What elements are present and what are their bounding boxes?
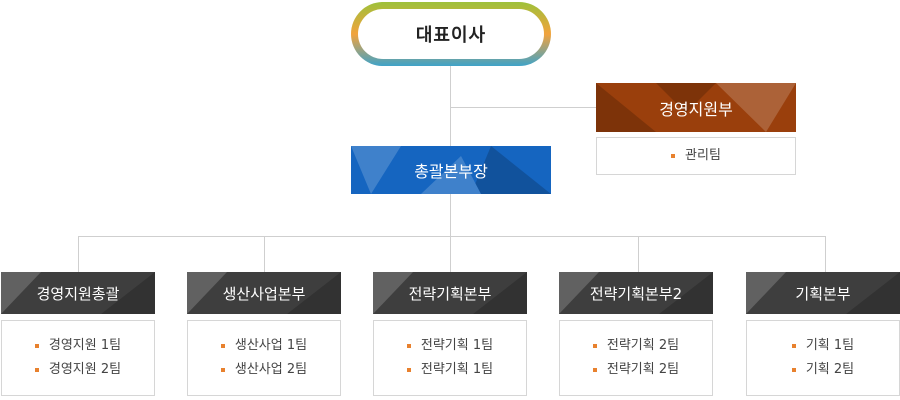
team-list-1: 경영지원 1팀 경영지원 2팀 xyxy=(1,320,155,396)
bullet-icon xyxy=(220,344,225,348)
team-list-2: 생산사업 1팀 생산사업 2팀 xyxy=(187,320,341,396)
dept-label: 기획본부 xyxy=(795,284,851,303)
list-item: 경영지원 2팀 xyxy=(34,358,122,382)
list-item: 기획 2팀 xyxy=(791,358,855,382)
admin-dept-node: 경영지원부 xyxy=(596,83,796,132)
list-item: 경영지원 1팀 xyxy=(34,334,122,358)
list-item: 기획 1팀 xyxy=(791,334,855,358)
connector-ceo-to-general xyxy=(450,66,451,146)
connector-drop-3 xyxy=(450,236,451,272)
list-item: 전략기획 1팀 xyxy=(406,334,494,358)
triangle-pattern xyxy=(351,146,551,194)
admin-dept-label: 경영지원부 xyxy=(659,99,733,119)
triangle-pattern xyxy=(746,272,900,314)
dept-node-5: 기획본부 xyxy=(746,272,900,314)
bullet-icon xyxy=(791,344,796,348)
bullet-icon xyxy=(406,344,411,348)
team-label: 경영지원 2팀 xyxy=(48,362,122,377)
general-head-label: 총괄본부장 xyxy=(414,162,488,181)
team-label: 생산사업 2팀 xyxy=(234,362,308,377)
ceo-node: 대표이사 xyxy=(351,2,551,66)
list-item: 전략기획 2팀 xyxy=(592,358,680,382)
dept-node-3: 전략기획본부 xyxy=(373,272,527,314)
list-item: 전략기획 2팀 xyxy=(592,334,680,358)
team-list-3: 전략기획 1팀 전략기획 1팀 xyxy=(373,320,527,396)
dept-node-4: 전략기획본부2 xyxy=(559,272,713,314)
bullet-icon xyxy=(791,368,796,372)
team-label: 경영지원 1팀 xyxy=(48,338,122,353)
bullet-icon xyxy=(34,344,39,348)
dept-node-1: 경영지원총괄 xyxy=(1,272,155,314)
team-label: 관리팀 xyxy=(685,148,721,163)
team-label: 기획 1팀 xyxy=(805,338,855,353)
triangle-pattern xyxy=(596,83,796,132)
dept-label: 전략기획본부2 xyxy=(589,284,683,303)
list-item: 전략기획 1팀 xyxy=(406,358,494,382)
dept-node-2: 생산사업본부 xyxy=(187,272,341,314)
triangle-pattern xyxy=(187,272,341,314)
connector-general-down xyxy=(450,194,451,236)
connector-horizontal xyxy=(78,236,825,237)
general-head-node: 총괄본부장 xyxy=(351,146,551,194)
bullet-icon xyxy=(671,154,676,158)
team-label: 생산사업 1팀 xyxy=(234,338,308,353)
team-label: 전략기획 1팀 xyxy=(420,362,494,377)
connector-drop-2 xyxy=(264,236,265,272)
list-item: 생산사업 1팀 xyxy=(220,334,308,358)
ceo-label: 대표이사 xyxy=(358,9,544,59)
bullet-icon xyxy=(34,368,39,372)
bullet-icon xyxy=(220,368,225,372)
bullet-icon xyxy=(592,344,597,348)
dept-label: 생산사업본부 xyxy=(222,284,306,303)
team-label: 전략기획 2팀 xyxy=(606,362,680,377)
connector-drop-5 xyxy=(825,236,826,272)
team-list-5: 기획 1팀 기획 2팀 xyxy=(746,320,900,396)
connector-to-admin xyxy=(450,107,596,108)
triangle-pattern xyxy=(373,272,527,314)
team-label: 기획 2팀 xyxy=(805,362,855,377)
dept-label: 전략기획본부 xyxy=(408,284,492,303)
team-list-4: 전략기획 2팀 전략기획 2팀 xyxy=(559,320,713,396)
connector-drop-4 xyxy=(638,236,639,272)
connector-drop-1 xyxy=(78,236,79,272)
dept-label: 경영지원총괄 xyxy=(36,284,120,303)
list-item: 생산사업 2팀 xyxy=(220,358,308,382)
admin-team-list: 관리팀 xyxy=(596,137,796,175)
team-label: 전략기획 1팀 xyxy=(420,338,494,353)
bullet-icon xyxy=(592,368,597,372)
triangle-pattern xyxy=(559,272,713,314)
triangle-pattern xyxy=(1,272,155,314)
team-label: 전략기획 2팀 xyxy=(606,338,680,353)
bullet-icon xyxy=(406,368,411,372)
list-item: 관리팀 xyxy=(671,144,721,168)
